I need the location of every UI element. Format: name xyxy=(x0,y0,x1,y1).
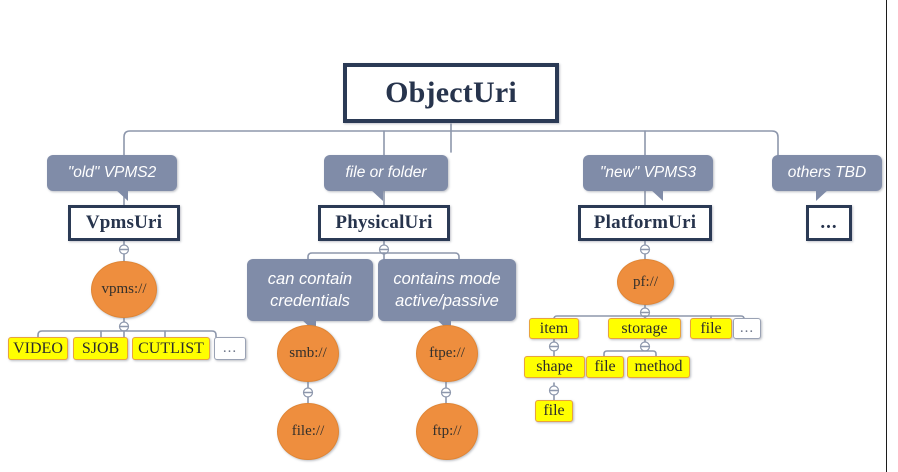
annotation-old-vpms2[interactable]: "old" VPMS2 xyxy=(47,155,177,201)
root-node-objecturi[interactable]: ObjectUri xyxy=(343,63,559,123)
segment-node-video[interactable]: VIDEO xyxy=(8,337,68,360)
segment-node-label: ... xyxy=(222,340,238,356)
scheme-node-vpms[interactable]: vpms:// xyxy=(91,261,157,318)
scheme-node-label: ftpe:// xyxy=(429,345,465,361)
segment-node-file-storage[interactable]: file xyxy=(586,356,624,378)
annotation-label-line2: credentials xyxy=(270,292,350,310)
segment-node-sjob[interactable]: SJOB xyxy=(73,337,128,360)
segment-node-label: file xyxy=(700,319,722,337)
scheme-node-label: ftp:// xyxy=(432,423,462,439)
class-node-platformuri[interactable]: PlatformUri xyxy=(578,205,712,241)
annotation-label-line1: contains mode xyxy=(393,270,501,288)
annotation-label-line2: active/passive xyxy=(395,292,499,310)
scheme-node-label: vpms:// xyxy=(101,281,147,297)
scheme-node-file[interactable]: file:// xyxy=(277,403,339,460)
segment-node-label: file xyxy=(543,402,565,419)
annotation-contains-mode[interactable]: contains mode active/passive xyxy=(378,259,516,333)
segment-node-label: storage xyxy=(621,319,668,337)
segment-node-label: ... xyxy=(739,320,755,336)
scheme-node-ftpe[interactable]: ftpe:// xyxy=(416,325,478,382)
callout-tail-icon xyxy=(370,189,383,201)
segment-node-label: SJOB xyxy=(81,339,120,357)
annotation-new-vpms3[interactable]: "new" VPMS3 xyxy=(583,155,713,201)
scheme-node-label: pf:// xyxy=(633,273,658,290)
scheme-node-ftp[interactable]: ftp:// xyxy=(416,403,478,460)
class-node-label: PlatformUri xyxy=(593,212,697,233)
class-node-physicaluri[interactable]: PhysicalUri xyxy=(318,205,450,241)
annotation-others-tbd[interactable]: others TBD xyxy=(772,155,882,201)
segment-node-method[interactable]: method xyxy=(627,356,690,378)
class-node-label: ... xyxy=(820,212,838,233)
scheme-node-label: smb:// xyxy=(289,345,327,361)
segment-node-label: shape xyxy=(536,358,573,375)
segment-node-label: VIDEO xyxy=(13,339,63,357)
segment-node-storage[interactable]: storage xyxy=(608,318,681,339)
callout-tail-icon xyxy=(115,189,128,201)
scheme-node-label: file:// xyxy=(291,423,325,439)
class-node-label: VpmsUri xyxy=(85,212,163,233)
callout-tail-icon xyxy=(650,189,663,201)
segment-node-label: method xyxy=(634,358,683,375)
annotation-label: "new" VPMS3 xyxy=(599,164,697,181)
segment-node-file-top[interactable]: file xyxy=(690,318,732,339)
class-node-label: PhysicalUri xyxy=(335,212,433,233)
root-node-label: ObjectUri xyxy=(385,76,517,109)
annotation-can-contain-credentials[interactable]: can contain credentials xyxy=(247,259,373,333)
segment-node-item[interactable]: item xyxy=(529,318,579,339)
segment-node-pf-ellipsis[interactable]: ... xyxy=(733,318,761,339)
segment-node-label: item xyxy=(539,319,569,337)
page-edge-rule xyxy=(886,0,887,472)
segment-node-label: CUTLIST xyxy=(138,339,204,357)
annotation-label: others TBD xyxy=(787,164,867,181)
segment-node-label: file xyxy=(594,358,616,375)
class-node-ellipsis[interactable]: ... xyxy=(806,205,852,241)
segment-node-file-shape[interactable]: file xyxy=(535,400,573,422)
annotation-label: file or folder xyxy=(345,164,427,181)
segment-node-cutlist[interactable]: CUTLIST xyxy=(132,337,210,360)
segment-node-shape[interactable]: shape xyxy=(524,356,585,378)
segment-node-vpms-ellipsis[interactable]: ... xyxy=(214,337,246,360)
annotation-label-line1: can contain xyxy=(267,270,353,288)
annotation-label: "old" VPMS2 xyxy=(67,164,157,181)
callout-tail-icon xyxy=(816,189,829,201)
scheme-node-pf[interactable]: pf:// xyxy=(617,259,674,305)
scheme-node-smb[interactable]: smb:// xyxy=(277,325,339,382)
annotation-file-or-folder[interactable]: file or folder xyxy=(324,155,448,201)
class-node-vpmsuri[interactable]: VpmsUri xyxy=(68,205,180,241)
